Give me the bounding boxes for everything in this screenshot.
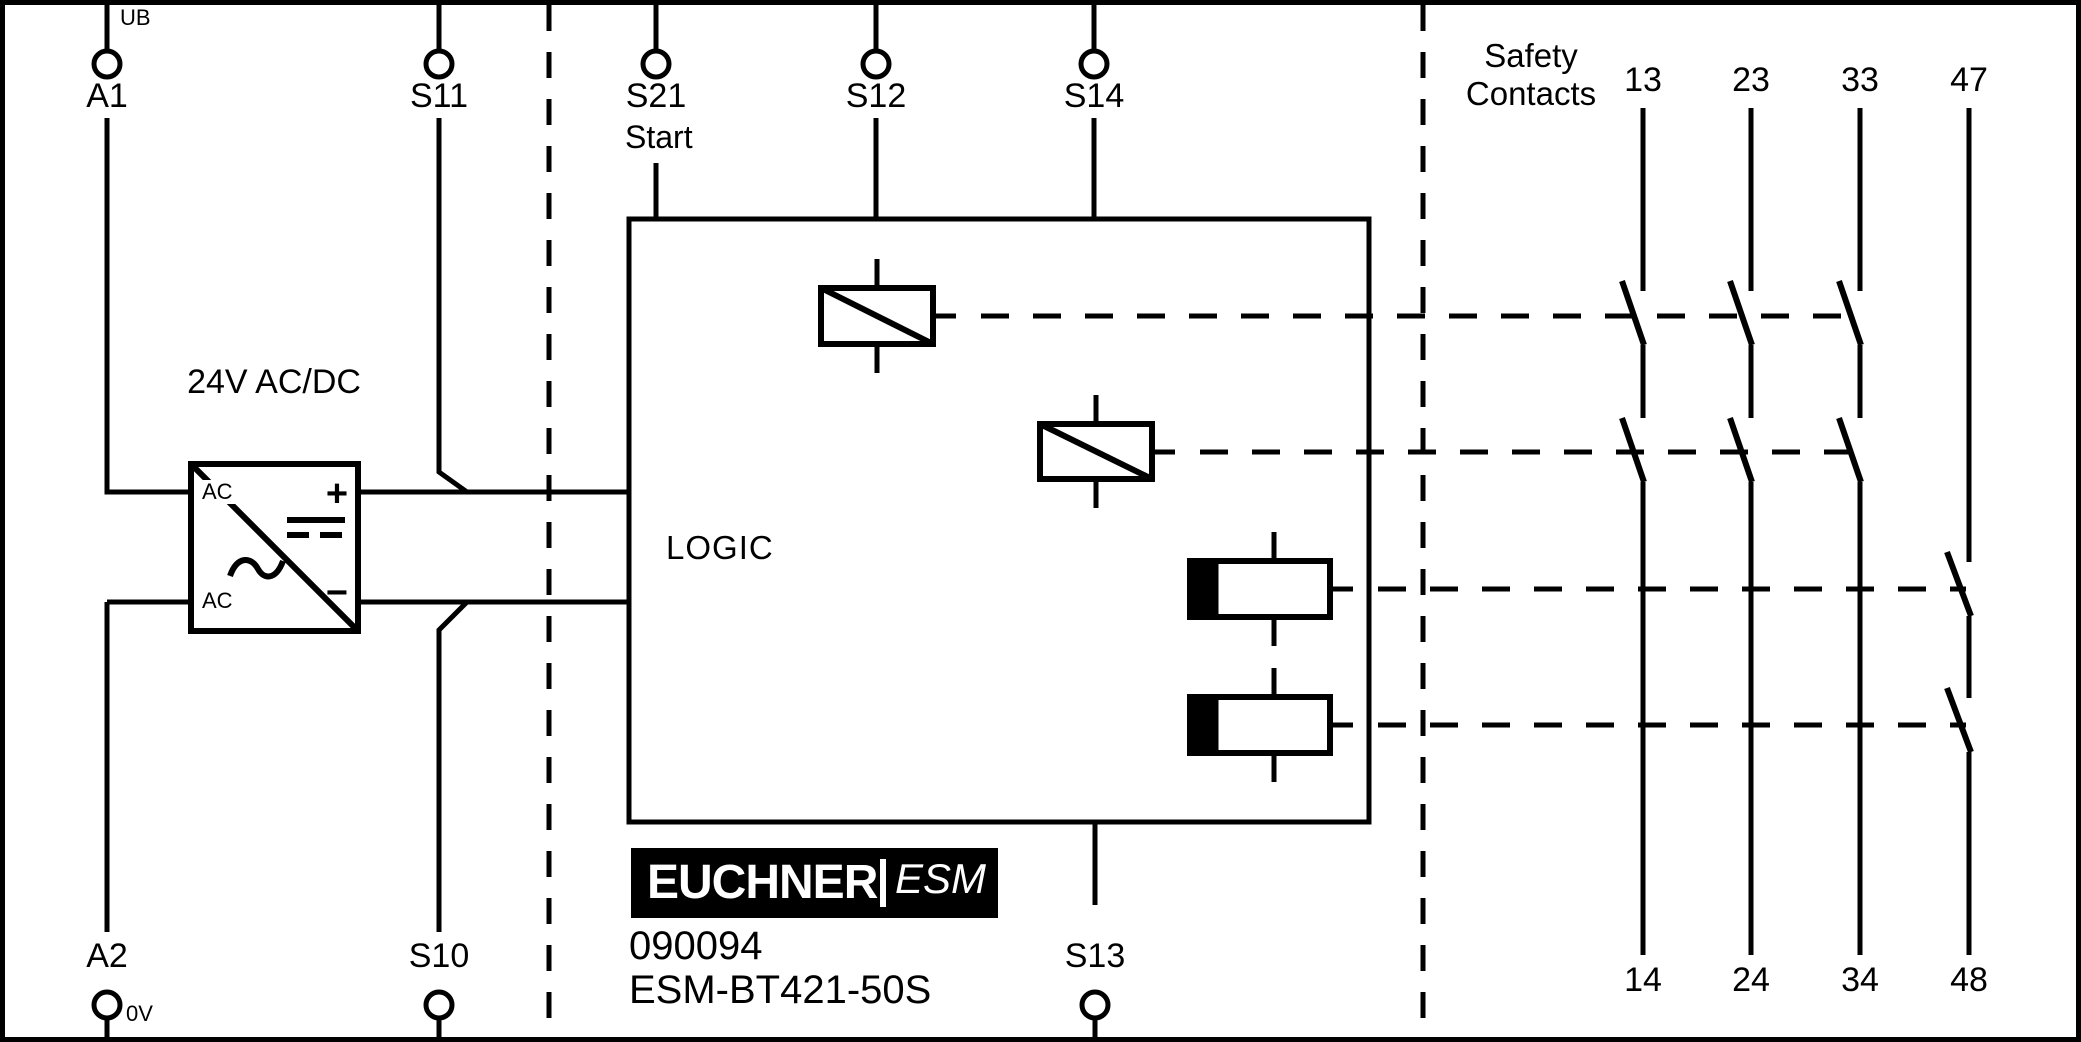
safety-contacts-heading-line1: Safety	[1484, 37, 1578, 74]
a1-label: A1	[86, 77, 128, 115]
mechanical-linkage-lines	[981, 313, 1966, 728]
s12-label: S12	[845, 77, 907, 115]
relay-coil-2-diagonal	[1038, 421, 1154, 482]
logic-label: LOGIC	[666, 529, 774, 566]
start-label: Start	[625, 119, 693, 155]
relay-coil-2	[1037, 395, 1175, 508]
power-supply-box	[188, 461, 361, 634]
contact-34-label: 34	[1841, 961, 1879, 999]
a2-label: A2	[86, 937, 128, 975]
contact-47-row2-blade	[1944, 686, 1974, 754]
psu-minus-label: −	[325, 572, 349, 614]
contact-column-wires	[1640, 108, 1972, 955]
a2-terminal	[91, 989, 123, 1021]
contact-13-row2-blade	[1619, 417, 1647, 483]
contact-13-row1-blade	[1619, 280, 1647, 346]
s13-terminal	[1079, 989, 1111, 1021]
contact-23-row1-blade	[1727, 280, 1755, 346]
s14-label: S14	[1063, 77, 1125, 115]
solid-state-output-1-block	[1189, 560, 1219, 618]
contact-47-row1-blade	[1944, 550, 1974, 618]
s11-branch-wire	[436, 118, 469, 495]
ub-label: UB	[120, 5, 151, 30]
a1-terminal	[91, 48, 123, 80]
model-number: ESM-BT421-50S	[629, 968, 932, 1012]
relay-coil-2-box	[1037, 421, 1155, 482]
contact-13-label: 13	[1624, 61, 1662, 99]
relay-coil-1	[818, 259, 956, 373]
a1-to-psu-wire	[104, 118, 191, 495]
contact-48-label: 48	[1950, 961, 1988, 999]
contact-47-label: 47	[1950, 61, 1988, 99]
contact-23-row2-blade	[1727, 417, 1755, 483]
psu-ac-bottom-label: AC	[199, 588, 236, 614]
psu-ac-top-label: AC	[199, 479, 236, 505]
contact-33-label: 33	[1841, 61, 1879, 99]
relay-coil-2-stubs	[1093, 395, 1175, 508]
solid-state-output-1	[1187, 532, 1353, 646]
relay-coil-1-stubs	[874, 259, 956, 373]
solid-state-output-2	[1187, 668, 1353, 782]
s12-terminal	[860, 48, 892, 80]
zero-v-label: 0V	[126, 1001, 153, 1026]
s11-terminal	[423, 48, 455, 80]
safety-contacts-heading-line2: Contacts	[1465, 75, 1597, 112]
psu-plus-label: +	[325, 473, 349, 515]
supply-wiring	[104, 5, 629, 1037]
logo-separator-bar	[880, 859, 886, 907]
brand-division: ESM	[895, 855, 987, 902]
contact-33-row1-blade	[1836, 280, 1864, 346]
relay-coil-1-box	[818, 285, 936, 347]
euchner-logo: EUCHNER ESM	[631, 848, 998, 918]
s11-label: S11	[410, 77, 468, 115]
solid-state-output-1-stubs	[1271, 532, 1353, 646]
s14-terminal	[1078, 48, 1110, 80]
logic-box	[626, 216, 1372, 825]
s10-terminal	[423, 989, 455, 1021]
power-supply-label: 24V AC/DC	[187, 363, 361, 401]
solid-state-output-2-stubs	[1271, 668, 1353, 782]
relay-coil-1-diagonal	[819, 285, 935, 347]
part-number: 090094	[629, 924, 763, 968]
s21-terminal	[640, 48, 672, 80]
s10-label: S10	[408, 937, 470, 975]
s10-branch-wire	[436, 600, 469, 932]
s13-label: S13	[1064, 937, 1126, 975]
contact-blades	[1619, 280, 1974, 754]
contact-14-label: 14	[1624, 961, 1662, 999]
ac-sine-icon	[227, 557, 286, 580]
s21-label: S21	[625, 77, 687, 115]
contact-33-row2-blade	[1836, 417, 1864, 483]
terminal-circles	[91, 48, 1111, 1021]
brand-name: EUCHNER	[647, 856, 878, 909]
contact-24-label: 24	[1732, 961, 1770, 999]
solid-state-output-2-block	[1189, 696, 1219, 754]
input-wiring	[653, 5, 1098, 1037]
contact-23-label: 23	[1732, 61, 1770, 99]
